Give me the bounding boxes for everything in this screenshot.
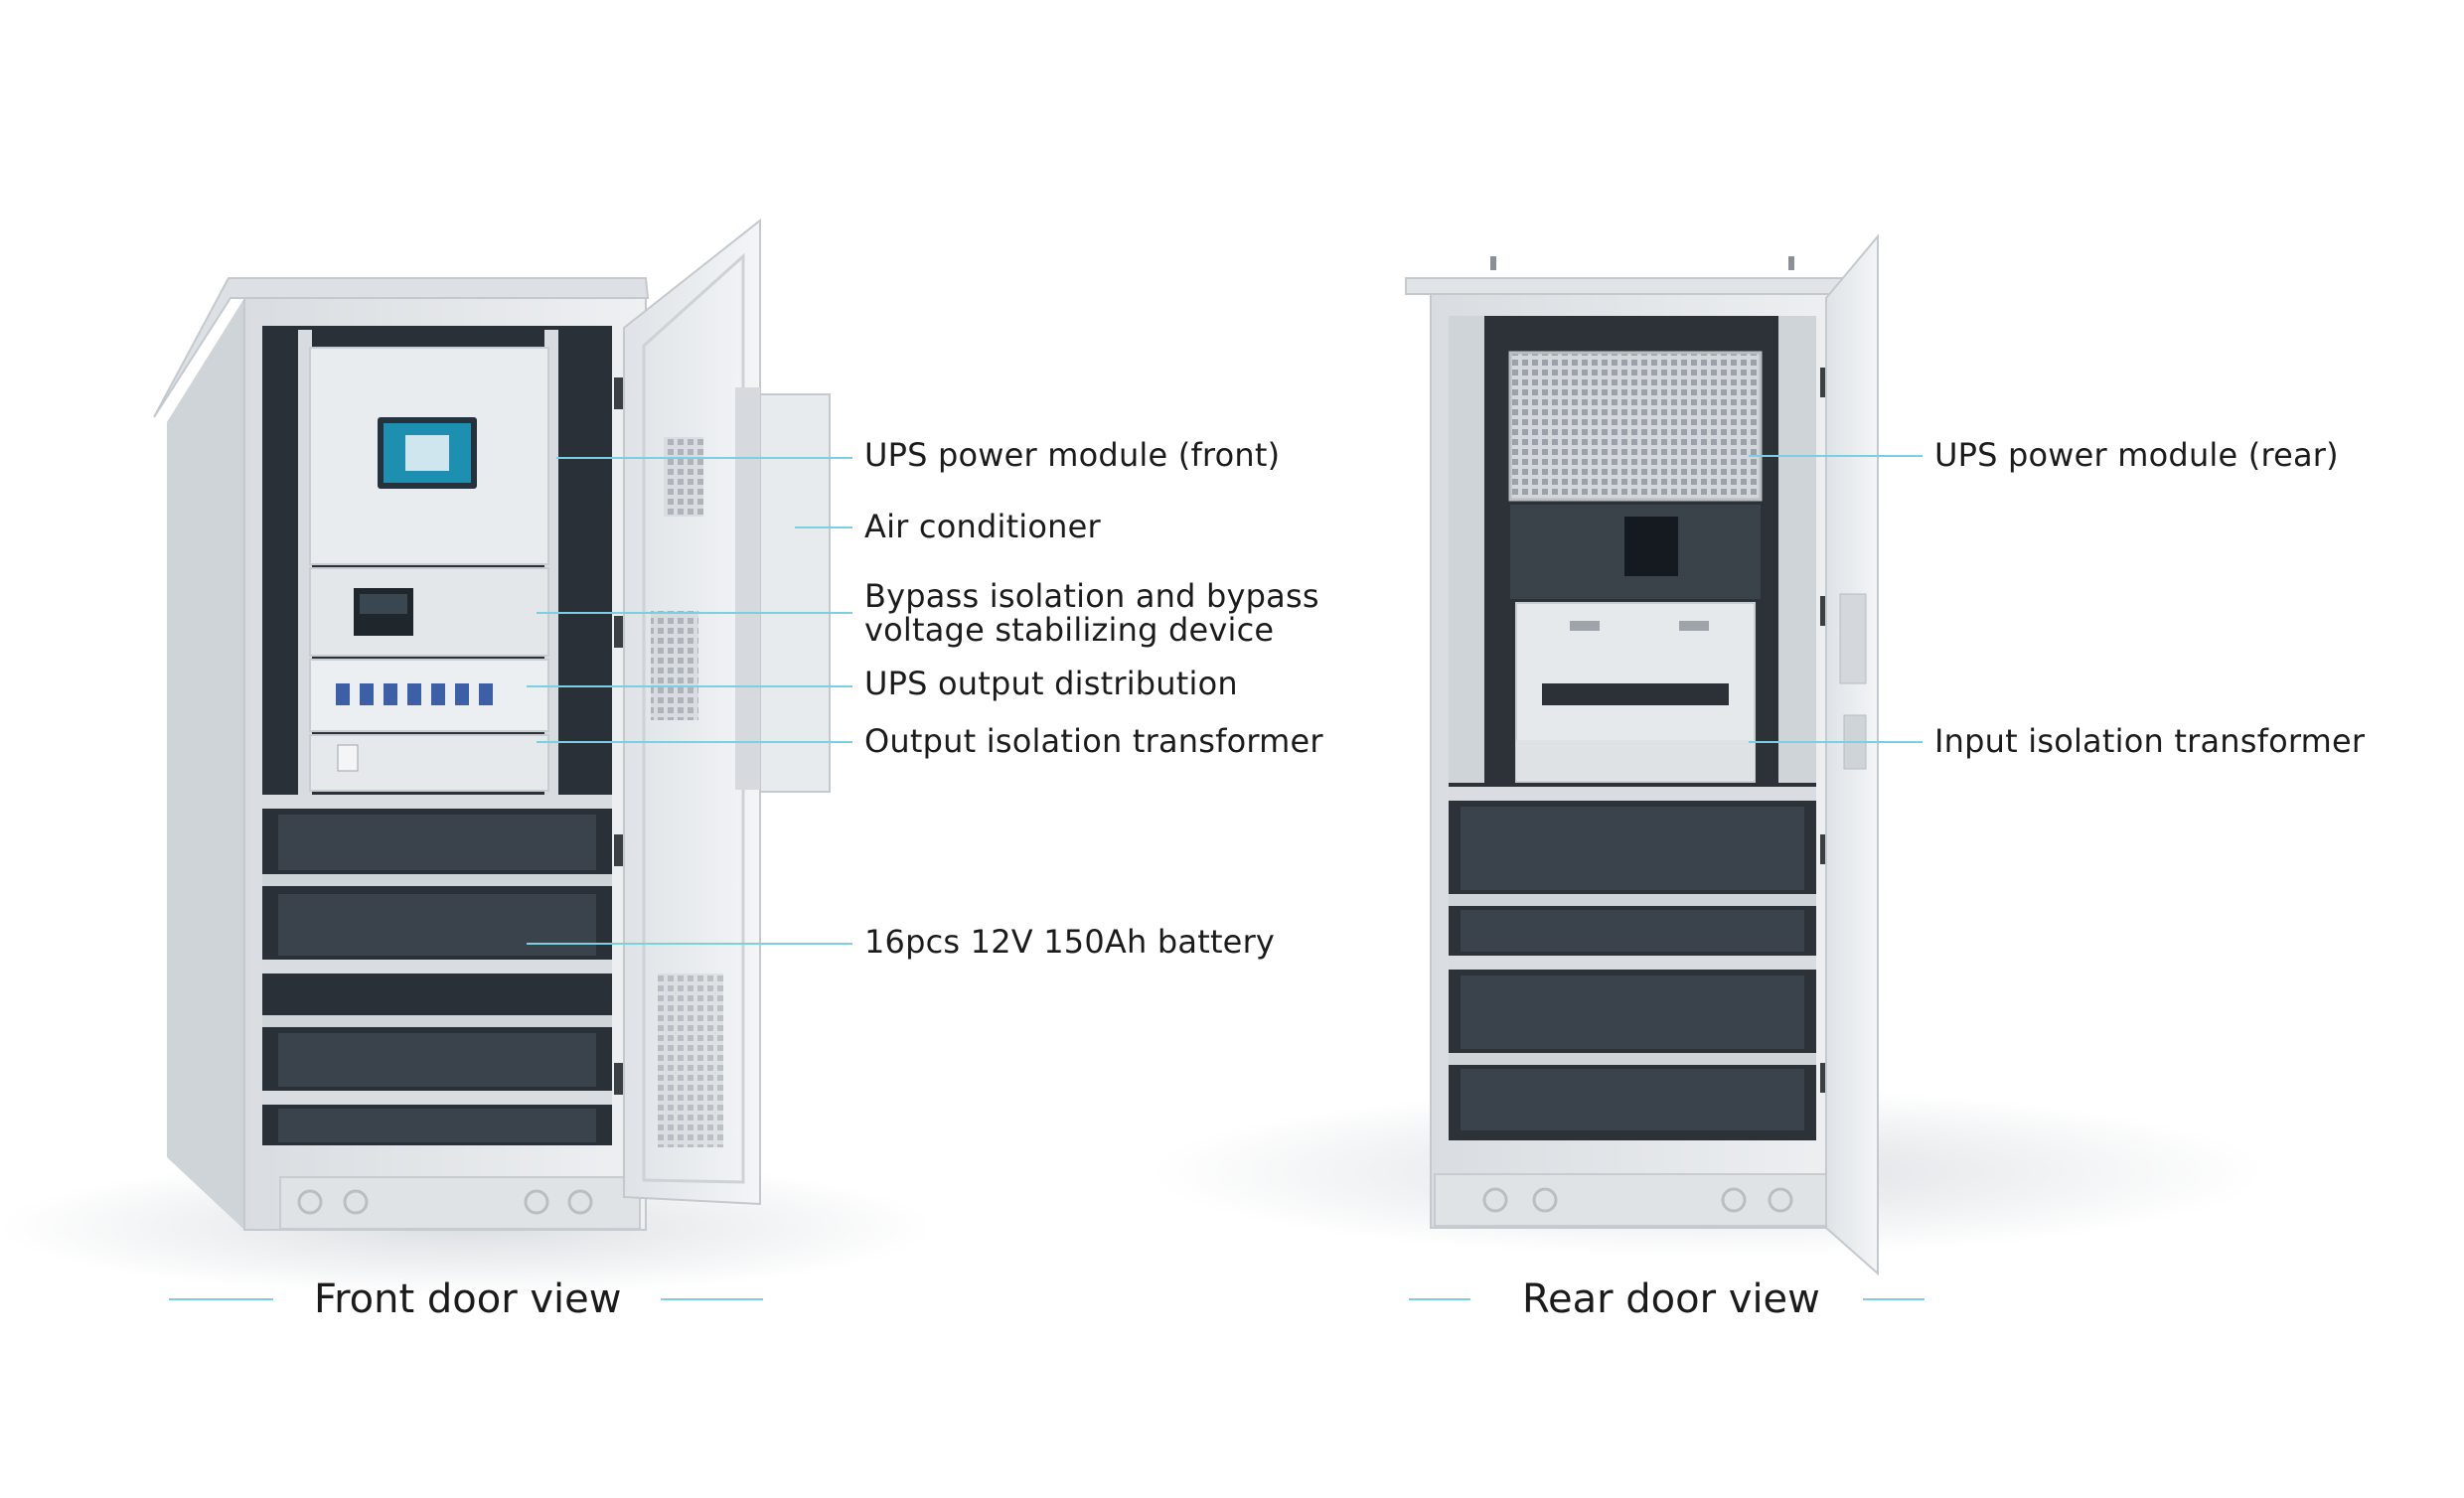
callout-ups-output-distribution: UPS output distribution <box>864 665 1238 702</box>
callout-bypass-isolation: Bypass isolation and bypass voltage stab… <box>864 577 1319 649</box>
callout-input-isolation-transformer: Input isolation transformer <box>1934 722 2366 760</box>
rear-cabinet <box>1153 233 2265 1276</box>
callout-air-conditioner: Air conditioner <box>864 508 1101 545</box>
callout-ups-power-module-front: UPS power module (front) <box>864 436 1281 474</box>
callout-output-isolation-transformer: Output isolation transformer <box>864 722 1323 760</box>
caption-rear-door-view: Rear door view <box>1522 1276 1820 1322</box>
callout-battery: 16pcs 12V 150Ah battery <box>864 923 1276 961</box>
front-cabinet <box>0 218 934 1296</box>
caption-front-door-view: Front door view <box>314 1276 622 1322</box>
callout-ups-power-module-rear: UPS power module (rear) <box>1934 436 2339 474</box>
